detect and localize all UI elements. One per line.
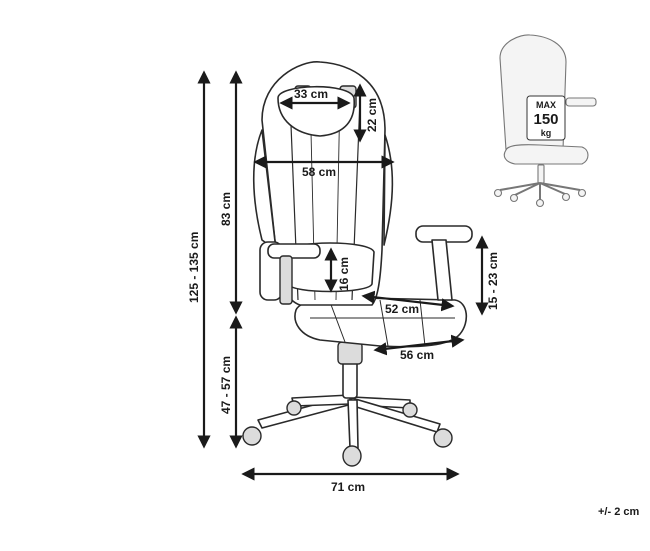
left-armrest (259, 241, 321, 305)
tolerance-note: +/- 2 cm (598, 506, 639, 518)
right-armrest (415, 225, 473, 301)
max-load-thumbnail: MAX 150 kg (493, 34, 597, 208)
dimension-lines (197, 70, 489, 481)
seat-depth-label: 56 cm (400, 348, 434, 362)
max-load-unit: kg (541, 128, 552, 138)
backrest-height-label: 83 cm (219, 192, 233, 226)
seat-height-label: 47 - 57 cm (219, 356, 233, 414)
chair-illustration (242, 61, 473, 467)
headrest-height-label: 22 cm (365, 98, 379, 132)
max-load-badge (526, 95, 566, 141)
armrest-height-label: 15 - 23 cm (486, 252, 500, 310)
headrest-width-label: 33 cm (294, 87, 328, 101)
max-load-line1: MAX (536, 100, 556, 110)
lumbar-height-label: 16 cm (337, 257, 351, 291)
seat-width-label: 52 cm (385, 302, 419, 316)
base-width-label: 71 cm (331, 480, 365, 494)
max-load-value: 150 (533, 111, 558, 128)
total-height-label: 125 - 135 cm (187, 232, 201, 303)
backrest-width-label: 58 cm (302, 165, 336, 179)
dimension-labels: 33 cm 22 cm 58 cm 16 cm 52 cm 56 cm 15 -… (187, 87, 500, 494)
chair-base (242, 341, 453, 467)
